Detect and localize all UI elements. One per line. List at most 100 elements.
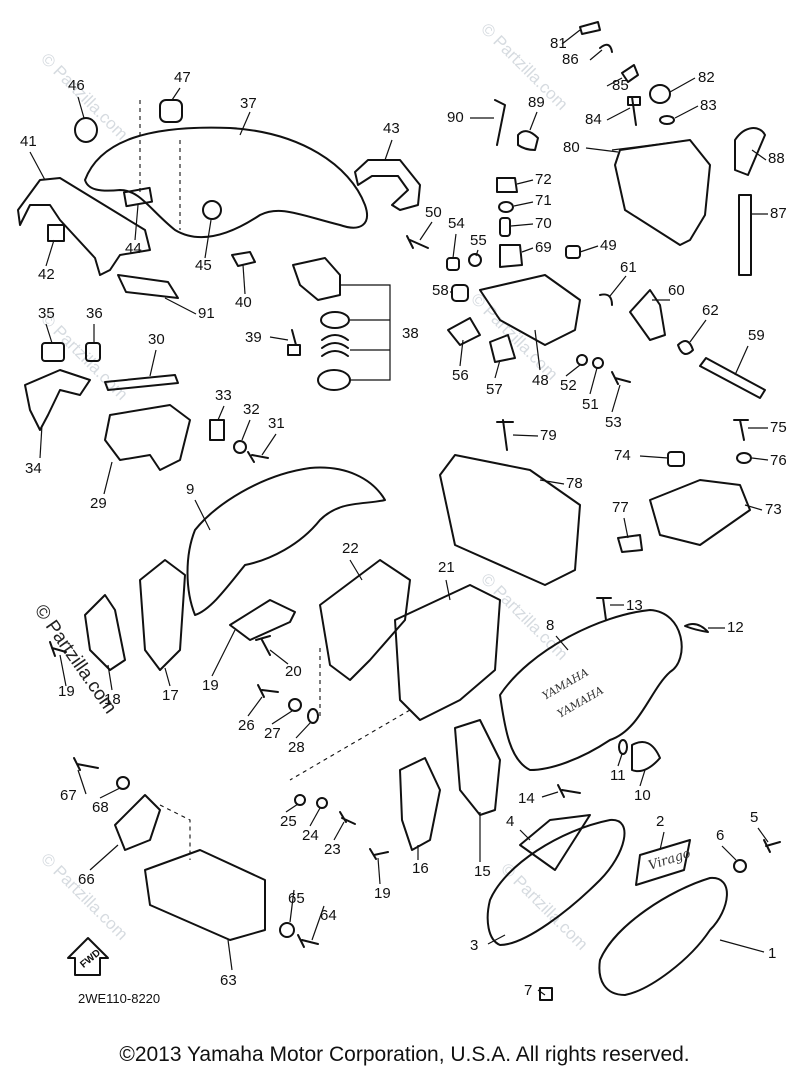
callout-13: 13 <box>626 597 643 614</box>
part-34 <box>209 419 225 441</box>
callout-83: 82 <box>698 69 715 86</box>
callout-56: 55 <box>470 232 487 249</box>
part-13 <box>596 597 612 621</box>
callout-78: 77 <box>612 499 629 516</box>
part-8 <box>499 609 683 771</box>
part-75 <box>667 451 685 467</box>
part-38-rear-fender <box>84 126 368 239</box>
part-10 <box>631 741 661 773</box>
part-33 <box>233 440 247 454</box>
part-21 <box>255 635 271 656</box>
part-74 <box>649 479 751 546</box>
part-18 <box>84 594 126 671</box>
callout-22: 21 <box>438 559 455 576</box>
part-36 <box>41 342 65 362</box>
part-53 <box>576 354 588 366</box>
watermark: © Partzilla.com <box>467 289 561 383</box>
callout-16: 16 <box>412 860 429 877</box>
callout-43: 42 <box>38 266 55 283</box>
part-86 <box>621 64 639 83</box>
callout-63: 62 <box>702 302 719 319</box>
part-42-grab-rail <box>17 177 151 276</box>
part-12 <box>684 623 709 633</box>
callout-2: 2 <box>656 813 664 830</box>
fwd-arrow <box>67 937 109 976</box>
callout-58: 57 <box>486 381 503 398</box>
callout-10: 10 <box>634 787 651 804</box>
callout-62: 61 <box>620 259 637 276</box>
part-28 <box>288 698 302 712</box>
callout-40: 39 <box>245 329 262 346</box>
callout-32: 31 <box>268 415 285 432</box>
callout-65: 64 <box>320 907 337 924</box>
callout-31: 30 <box>148 331 165 348</box>
callout-57: 56 <box>452 367 469 384</box>
callout-25: 24 <box>302 827 319 844</box>
part-58 <box>489 334 516 363</box>
part-88 <box>738 194 752 276</box>
callout-41: 40 <box>235 294 252 311</box>
callout-5: 5 <box>750 809 758 826</box>
callout-48: 47 <box>174 69 191 86</box>
part-92 <box>117 274 179 299</box>
part-2 <box>635 839 691 886</box>
part-84 <box>659 115 675 125</box>
leader-lines <box>29 29 769 996</box>
callout-60: 59 <box>748 327 765 344</box>
watermark: © Partzilla.com <box>37 49 131 143</box>
part-82 <box>579 21 601 35</box>
callout-7: 7 <box>524 982 532 999</box>
callout-85: 84 <box>585 111 602 128</box>
part-83 <box>649 84 671 104</box>
callout-84: 83 <box>700 97 717 114</box>
callout-72: 71 <box>535 192 552 209</box>
callout-49: 48 <box>532 372 549 389</box>
part-20 <box>229 599 296 641</box>
part-90 <box>517 130 539 151</box>
part-66 <box>279 922 295 938</box>
part-76 <box>733 419 749 441</box>
callout-68: 67 <box>60 787 77 804</box>
part-59 <box>451 284 469 302</box>
part-31 <box>104 374 179 391</box>
callout-23: 22 <box>342 540 359 557</box>
callout-46: 45 <box>195 257 212 274</box>
callout-42: 41 <box>20 133 37 150</box>
part-81-tank <box>614 139 711 246</box>
part-91 <box>494 99 506 146</box>
callout-64: 63 <box>220 972 237 989</box>
callout-55: 54 <box>448 215 465 232</box>
callout-14: 14 <box>518 790 535 807</box>
part-64 <box>144 849 266 941</box>
part-61 <box>629 289 666 341</box>
part-37 <box>85 342 101 362</box>
part-67 <box>114 794 161 851</box>
part-45 <box>122 186 154 208</box>
part-50 <box>565 245 581 259</box>
part-3 <box>486 818 626 946</box>
part-24 <box>339 811 356 825</box>
callout-91: 90 <box>447 109 464 126</box>
part-73 <box>496 177 518 193</box>
part-65 <box>297 934 319 948</box>
callout-35: 34 <box>25 460 42 477</box>
callout-36: 35 <box>38 305 55 322</box>
callout-33: 32 <box>243 401 260 418</box>
part-54 <box>611 371 631 385</box>
callout-26: 25 <box>280 813 297 830</box>
part-9-side-cover <box>186 466 386 616</box>
part-87 <box>599 43 613 53</box>
callout-20: 19 <box>202 677 219 694</box>
callout-67: 66 <box>78 871 95 888</box>
part-39d <box>317 369 351 391</box>
part-1 <box>598 876 728 996</box>
callout-44: 43 <box>383 120 400 137</box>
callout-19a: 19 <box>58 683 75 700</box>
callout-80: 79 <box>540 427 557 444</box>
callout-4: 4 <box>506 813 514 830</box>
part-71 <box>499 217 511 237</box>
part-44 <box>354 159 421 211</box>
part-41 <box>231 251 256 267</box>
callout-39: 38 <box>402 325 419 342</box>
callout-9: 9 <box>186 481 194 498</box>
